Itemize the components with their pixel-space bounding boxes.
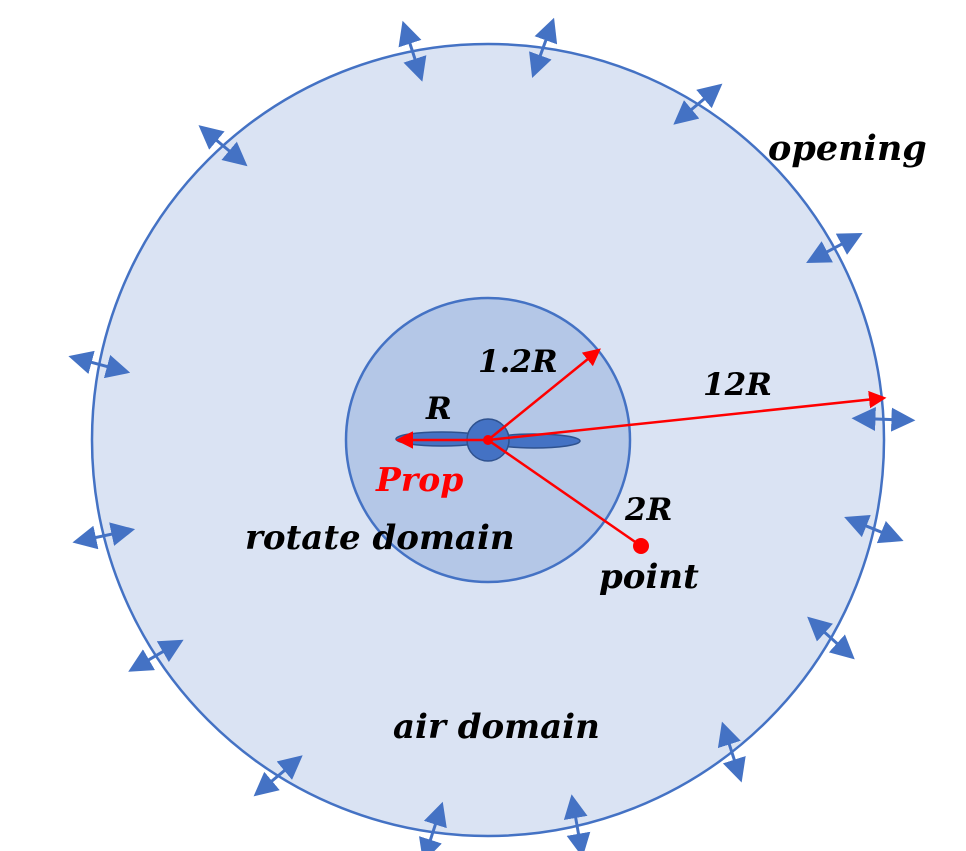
rotate-domain-label: rotate domain: [245, 518, 515, 558]
air-domain-label: air domain: [393, 707, 600, 747]
propeller-center-dot: [483, 435, 493, 445]
opening-arrow-8: [807, 616, 855, 660]
monitor-point-dot: [633, 538, 649, 554]
opening-arrow-11: [419, 801, 447, 851]
point-label: point: [599, 557, 699, 597]
prop-label: Prop: [375, 460, 463, 499]
radius-r-label: R: [425, 391, 452, 427]
opening-arrow-5: [806, 232, 863, 264]
radius-1-2r-label: 1.2R: [478, 344, 558, 380]
opening-arrow-6: [851, 407, 916, 432]
opening-arrow-10: [563, 794, 591, 851]
opening-arrow-7: [844, 514, 904, 544]
radius-12r-label: 12R: [703, 367, 772, 403]
opening-arrow-15: [68, 350, 131, 379]
opening-label: opening: [768, 128, 927, 169]
opening-arrow-14: [72, 522, 136, 550]
opening-arrow-4: [198, 125, 248, 167]
opening-arrow-3: [673, 83, 723, 125]
radius-line-12r: [487, 390, 887, 442]
radius-lines: [395, 348, 887, 548]
opening-arrow-9: [717, 721, 746, 783]
opening-boundary-arrows: [68, 17, 916, 851]
opening-arrow-1: [398, 20, 427, 82]
radius-line-2r: [487, 438, 642, 548]
radius-2r-label: 2R: [624, 492, 672, 528]
opening-arrow-13: [128, 639, 184, 672]
opening-arrow-2: [529, 17, 558, 78]
opening-arrow-12: [253, 755, 303, 797]
radius-line-1-2r: [487, 348, 601, 441]
